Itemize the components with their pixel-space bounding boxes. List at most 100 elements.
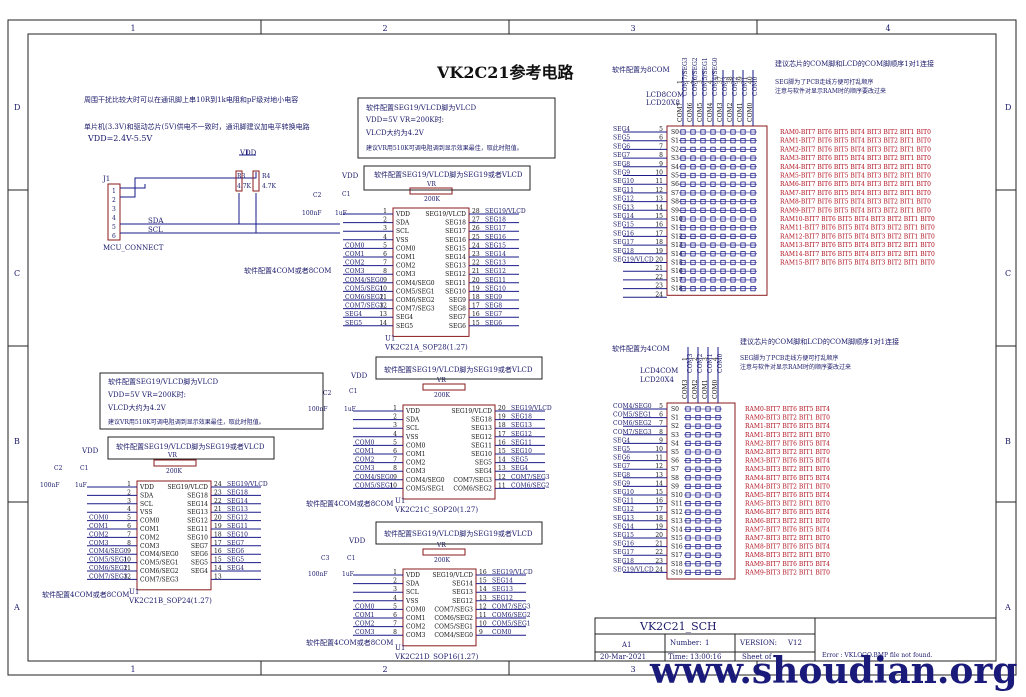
net-label: COM3 — [89, 540, 109, 547]
j1-name: MCU_CONNECT — [103, 244, 164, 252]
pin-number: 27 — [472, 217, 480, 224]
ram-map-label: RAM3-BIT7 BIT6 BIT5 BIT4 BIT3 BIT2 BIT1 … — [780, 155, 931, 162]
tb-version: V12 — [787, 639, 802, 647]
seg-net-label: SEG19/VLCD — [613, 566, 654, 573]
pin-number: 4 — [127, 506, 131, 513]
pin-name: SEG8 — [449, 306, 466, 313]
seg-pin-number: 8 — [659, 152, 663, 159]
seg-net-label: SEG17 — [613, 239, 634, 246]
tb-sheet-label: Sheet of — [742, 653, 773, 661]
seg-name: S15 — [671, 535, 683, 542]
seg-pin-number: 5 — [659, 126, 663, 133]
seg-net-label: COM5/SEG1 — [613, 412, 652, 419]
net-label: SEG4 — [511, 465, 528, 472]
chip-d-com-note: 软件配置4COM或者8COM — [306, 638, 393, 647]
net-label: COM6/SEG2 — [511, 482, 550, 489]
net-label: SEG13 — [492, 586, 513, 593]
pin-number: 1 — [393, 405, 397, 412]
pin-number: 26 — [472, 225, 480, 232]
seg-name: S2 — [671, 423, 679, 430]
tb-version-label: VERSION: — [739, 639, 777, 647]
seg-name: S17 — [671, 552, 683, 559]
net-label: COM3 — [355, 629, 375, 636]
mcu-connector: J1 1 2 3 4 5 6 MCU_CONNECT SDA SCL VDD R… — [102, 149, 340, 252]
com-pin-number: 1 — [682, 357, 689, 361]
ram-map-label: RAM4-BIT7 BIT6 BIT5 BIT4 — [745, 475, 830, 482]
r3-ref: R3 — [237, 173, 246, 180]
pin-number: 13 — [479, 595, 487, 602]
com-name: COM1 — [702, 380, 709, 399]
com-net-label: COM5/SEG1 — [702, 57, 709, 96]
seg-net-label: SEG12 — [613, 196, 634, 203]
seg-name: S18 — [671, 561, 683, 568]
seg-net-label: SEG7 — [613, 152, 630, 159]
net-label: SEG19/VLCD — [492, 569, 533, 576]
ram-map-label: RAM3-BIT7 BIT6 BIT5 BIT4 — [745, 458, 830, 465]
chip-c-power: VDD C1 C2 100nF 1uF VR 200K 软件配置SEG19/VL… — [306, 356, 543, 508]
tb-number: 1 — [705, 639, 709, 647]
pin-name: VSS — [395, 237, 408, 244]
com-pin-number: 40 — [747, 76, 754, 84]
j1-sda-label: SDA — [148, 217, 164, 225]
seg-net-label: SEG16 — [613, 230, 634, 237]
seg-pin-number: 5 — [659, 403, 663, 410]
pin-number: 13 — [379, 311, 387, 318]
net-label: COM7/SEG3 — [511, 474, 550, 481]
seg-pin-number: 9 — [659, 437, 663, 444]
chip-a-com-note: 软件配置4COM或者8COM — [244, 266, 331, 275]
ram-map-label: RAM1-BIT3 BIT2 BIT1 BIT0 — [745, 432, 830, 439]
r4-ref: R4 — [262, 173, 271, 180]
pin-name: SEG11 — [445, 280, 466, 287]
seg-pin-number: 11 — [655, 455, 663, 462]
seg-name: S13 — [671, 242, 683, 249]
pin-name: SEG12 — [187, 518, 208, 525]
seg-name: S11 — [671, 501, 683, 508]
pin-number: 5 — [393, 439, 397, 446]
pin-number: 6 — [393, 448, 397, 455]
seg-name: S11 — [671, 225, 683, 232]
seg-name: S4 — [671, 440, 679, 447]
chip-c-vr: VR — [436, 377, 446, 384]
net-label: SEG17 — [485, 225, 506, 232]
r4-val: 4.7K — [262, 183, 277, 190]
com-net-label: COM1 — [742, 77, 749, 96]
pin-number: 28 — [472, 208, 480, 215]
pin-name: COM6/SEG2 — [396, 297, 435, 304]
chip-c-c2: C2 — [323, 390, 332, 397]
ram-map-label: RAM12-BIT7 BIT6 BIT5 BIT4 BIT3 BIT2 BIT1… — [780, 233, 935, 240]
chip-b-com-note: 软件配置4COM或者8COM — [42, 590, 129, 599]
seg-net-label: SEG11 — [613, 498, 634, 505]
seg-net-label: SEG16 — [613, 541, 634, 548]
seg-name: S3 — [671, 155, 679, 162]
pin-name: VSS — [139, 509, 152, 516]
pin-number: 12 — [379, 303, 387, 310]
row-label-a: A — [13, 603, 20, 612]
pin-name: SEG18 — [187, 492, 208, 499]
pin-name: SEG17 — [445, 228, 466, 235]
pin-number: 6 — [127, 523, 131, 530]
pin-name: COM3 — [140, 543, 160, 550]
ram-map-label: RAM7-BIT3 BIT2 BIT1 BIT0 — [745, 535, 830, 542]
ram-map-label: RAM10-BIT7 BIT6 BIT5 BIT4 BIT3 BIT2 BIT1… — [780, 216, 935, 223]
seg-pin-number: 15 — [655, 213, 663, 220]
chip-a-vr-val: 200K — [424, 196, 440, 203]
chip-d-vdd: VDD — [348, 537, 366, 545]
seg-net-label: SEG10 — [613, 489, 634, 496]
pin-number: 18 — [214, 531, 222, 538]
seg-name: S17 — [671, 277, 683, 284]
com-pin-number: 3 — [702, 357, 709, 361]
pin-name: SEG6 — [449, 323, 466, 330]
pin-name: SEG7 — [191, 543, 208, 550]
seg-pin-number: 23 — [655, 283, 663, 290]
chip-name: VK2C21C_SOP20(1.27) — [394, 506, 478, 514]
pin-name: COM6/SEG2 — [434, 615, 473, 622]
pin-number: 23 — [214, 489, 222, 496]
tb-size: A1 — [621, 641, 632, 649]
seg-name: S5 — [671, 449, 679, 456]
net-label: COM7/SEG3 — [492, 603, 531, 610]
tb-number-label: Number: — [670, 639, 702, 647]
pin-name: SEG4 — [475, 468, 492, 475]
seg-net-label: SEG6 — [613, 143, 630, 150]
net-label: COM7/SEG3 — [345, 303, 384, 310]
